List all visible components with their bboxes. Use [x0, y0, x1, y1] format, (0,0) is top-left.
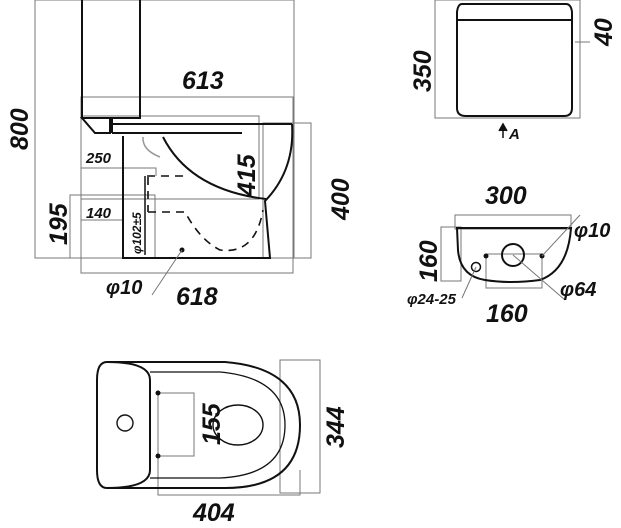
tank-outline [81, 0, 141, 119]
label-fixing-holes: φ10 [574, 220, 610, 242]
label-195: 195 [45, 202, 73, 245]
label-fixing-hole: φ10 [106, 277, 142, 299]
tank-bottom-view: 300 160 φ10 φ24-25 160 φ64 [407, 182, 610, 328]
tank-top-outline [106, 361, 151, 489]
dimension-frame-415 [80, 115, 260, 200]
trapway-dashed [147, 175, 264, 252]
side-view: 613 800 250 415 400 195 140 φ102±5 φ10 6… [6, 0, 355, 311]
view-marker: A [508, 126, 520, 143]
label-155: 155 [198, 402, 226, 445]
label-613: 613 [182, 67, 224, 95]
label-40: 40 [590, 18, 618, 47]
view-arrow-icon [498, 122, 508, 138]
dimension-lines [81, 167, 157, 221]
water-inlet-icon [470, 261, 482, 273]
seat-hole-top-icon [155, 390, 161, 396]
label-618: 618 [176, 283, 218, 311]
label-800: 800 [6, 108, 34, 150]
seat-top-outline [150, 371, 286, 479]
label-400: 400 [327, 178, 355, 221]
flush-button-icon [116, 414, 134, 432]
dimension-frame-400 [262, 122, 312, 259]
leader-line [151, 249, 183, 296]
label-flush-valve: φ64 [560, 279, 596, 301]
bowl-outline [122, 123, 294, 259]
label-300: 300 [485, 182, 527, 210]
label-160-depth: 160 [415, 240, 443, 282]
fixing-hole-left-icon [483, 253, 489, 259]
dimension-frame-800 [34, 0, 295, 259]
bowl-opening [212, 404, 264, 446]
label-160-spacing: 160 [486, 300, 528, 328]
tank-bottom-outline [455, 227, 573, 283]
label-404: 404 [192, 499, 235, 527]
label-350: 350 [409, 50, 437, 92]
dimension-frame-195 [69, 194, 156, 259]
seat-outline [79, 117, 292, 134]
label-344: 344 [322, 406, 350, 448]
bowl-inner [162, 136, 267, 200]
label-water-inlet: φ24-25 [407, 291, 457, 308]
flush-valve-hole-icon [501, 243, 525, 267]
label-250: 250 [85, 150, 112, 167]
top-view: 155 344 404 [96, 359, 350, 527]
bowl-top-outline [96, 361, 302, 489]
seat-hole-bottom-icon [155, 453, 161, 459]
label-140: 140 [86, 205, 112, 222]
inlet-pipe [142, 136, 161, 158]
label-415: 415 [233, 153, 261, 197]
tank-body-outline [456, 3, 573, 117]
label-outlet-diameter: φ102±5 [130, 212, 144, 254]
tank-front-view: 350 40 A [409, 0, 618, 143]
